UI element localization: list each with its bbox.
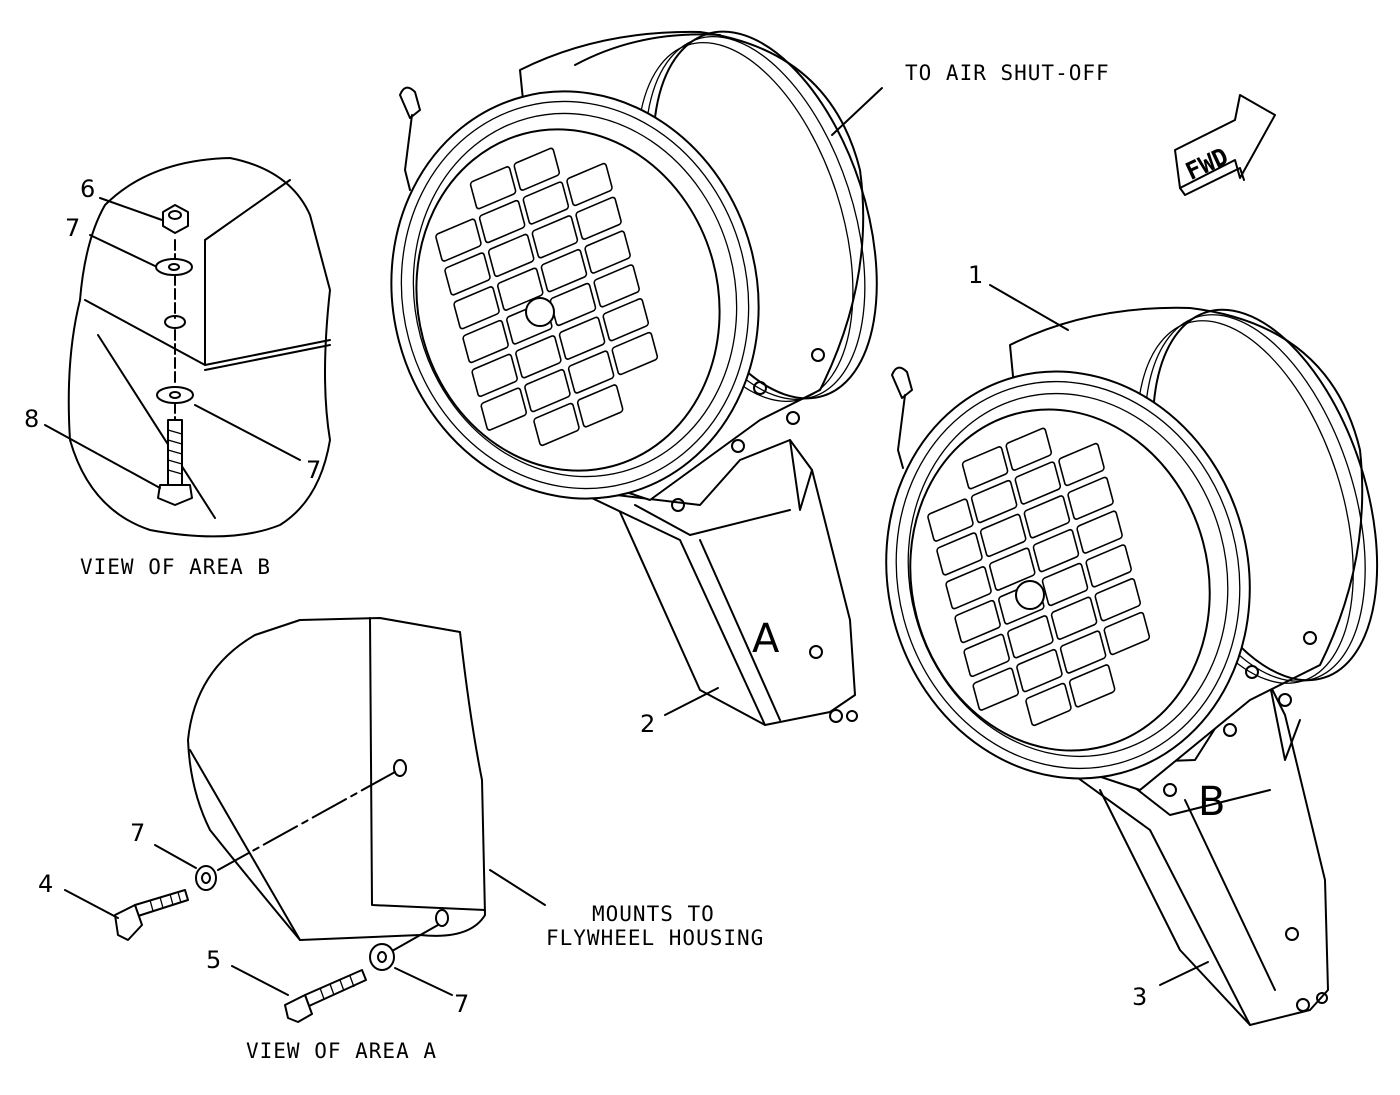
grille-slot [497,267,544,311]
grille-slot [593,264,640,308]
grille-slot [567,350,615,394]
bolt-item-8 [157,419,193,506]
grille-slot [487,233,535,278]
grille-slot [471,353,518,398]
grille-slot [1094,578,1141,622]
air-cleaner-lower: B [885,306,1379,1026]
callout-7-area-b-bottom: 7 [306,456,321,484]
view-area-a-label: VIEW OF AREA A [246,1039,437,1063]
grille-slot [1085,544,1132,588]
bolts-upper [671,348,825,512]
grille-slot [1025,682,1072,727]
grille-slots-lower [927,427,1151,727]
grille-slot [927,498,974,542]
grille-slot [566,162,613,207]
callout-6: 6 [80,175,95,203]
fwd-arrow-icon: FWD [1174,94,1276,196]
callout-3: 3 [1132,983,1147,1011]
grille-slot [575,196,622,240]
callout-1: 1 [968,261,983,289]
grille-slot [1058,442,1105,487]
grille-slot [480,387,527,431]
grille-slot [1041,562,1089,607]
grille-slot [558,316,606,360]
callout-7-area-a-upper: 7 [130,819,145,847]
callout-2: 2 [640,710,655,738]
grille-slot [1067,476,1114,520]
to-air-shutoff-label: TO AIR SHUT-OFF [905,61,1110,85]
grille-slot [602,298,649,342]
area-b-marker: B [1198,779,1225,825]
grille-slot [1050,596,1098,640]
grille-slot [531,215,579,259]
view-area-b-label: VIEW OF AREA B [80,555,271,579]
callout-4: 4 [38,870,53,898]
mounting-bracket-upper [574,439,858,726]
grille-slot [972,667,1019,711]
wing-nut-lower [1015,580,1045,610]
grille-slot [1076,510,1123,554]
grille-slot [1103,611,1151,656]
grille-slot [540,248,588,293]
grille-slot [611,331,659,376]
grille-slot [961,446,1009,490]
grille-slot [1007,615,1054,659]
grille-slot [1005,427,1053,471]
callout-8: 8 [24,405,39,433]
grille-slot [515,335,562,379]
grille-slot [522,181,570,225]
grille-slot [1059,630,1107,674]
grille-slot [945,566,992,610]
area-a-marker: A [752,616,780,662]
bolt-item-5 [284,969,367,1023]
leader-lines [44,87,1209,996]
washer-item-7-area-a-lower [369,943,395,971]
washer-item-7-area-a-upper [195,865,217,891]
grille-slot [524,368,571,413]
grille-slot [970,479,1018,524]
grille-slot [954,599,1001,644]
grille-slot [533,402,580,447]
detail-view-area-b [67,157,331,538]
mounts-to-label: MOUNTS TO [592,902,715,926]
detail-view-area-a [114,617,486,1023]
grille-slot [1023,495,1071,539]
callout-5: 5 [206,946,221,974]
air-cleaner-upper: A [390,30,878,726]
grille-slots-upper [435,147,659,447]
grille-slot [936,532,983,576]
grille-slot [453,286,500,330]
flywheel-housing-label: FLYWHEEL HOUSING [546,926,764,950]
latch-handle-upper [399,86,421,191]
washer-item-7-bottom [156,386,194,404]
grille-slot [1032,528,1080,573]
grille-slot [444,252,491,296]
callout-7-area-b-top: 7 [65,214,80,242]
bolt-item-4 [114,889,189,941]
latch-handle-lower [891,366,913,469]
grille-slot [469,166,517,210]
grille-slot [435,218,482,262]
grille-slot [513,147,561,191]
grille-slot [584,230,631,274]
callout-7-area-a-lower: 7 [454,990,469,1018]
grille-slot [989,547,1036,591]
grille-slot [1068,664,1116,708]
grille-slot [1016,648,1063,693]
hex-nut-item-6 [162,204,189,234]
grille-slot [478,199,526,244]
washer-item-7-top [155,258,193,276]
grille-slot [963,633,1010,678]
grille-slot [1014,461,1062,505]
grille-slot [576,384,624,428]
grille-slot [979,513,1027,558]
wing-nut-upper [525,297,555,327]
bolts-lower [1163,631,1317,797]
grille-slot [462,319,509,364]
